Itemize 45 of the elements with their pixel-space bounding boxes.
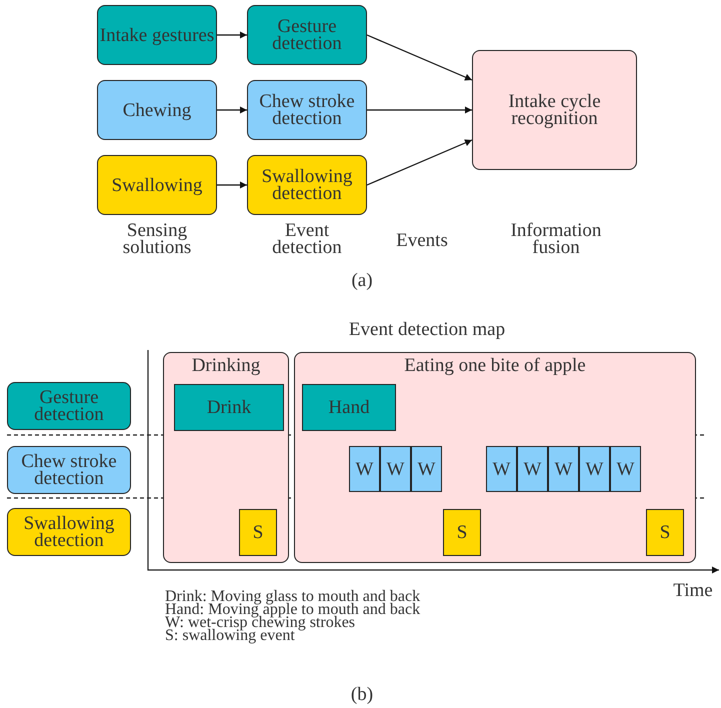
column-caption: Sensing solutions [122, 222, 192, 256]
event-block: W [486, 446, 517, 492]
process-box: Intake cycle recognition [472, 50, 637, 170]
column-caption: Information fusion [510, 222, 602, 256]
process-box: Swallowing detection [247, 155, 367, 215]
arrow [367, 106, 472, 114]
arrow [217, 32, 247, 38]
panel-label: (b) [350, 686, 374, 703]
row-label-box: Swallowing detection [7, 508, 131, 556]
arrow [366, 139, 472, 186]
event-block: S [239, 509, 277, 556]
chart-title: Event detection map [348, 321, 506, 338]
sensing-box: Swallowing [97, 155, 217, 215]
definition-note: Drink: Moving glass to mouth and back [165, 590, 420, 603]
region-title: Drinking [192, 356, 260, 376]
activity-region [294, 352, 696, 563]
activity-region [163, 352, 289, 563]
arrow [217, 182, 247, 188]
arrow [366, 34, 472, 81]
arrow [217, 106, 247, 114]
process-box: Gesture detection [247, 5, 367, 65]
column-caption: Events [396, 232, 448, 249]
event-block: W [517, 446, 548, 492]
event-block: W [411, 446, 442, 492]
definition-note: Hand: Moving apple to mouth and back [165, 603, 420, 616]
definition-note: W: wet-crisp chewing strokes [165, 616, 356, 629]
axis-label: Time [673, 582, 713, 599]
event-block: W [579, 446, 610, 492]
event-block: Drink [174, 384, 284, 431]
column-caption: Event detection [271, 222, 343, 256]
event-block: W [349, 446, 380, 492]
sensing-box: Chewing [97, 80, 217, 140]
row-label-box: Chew stroke detection [7, 446, 131, 494]
panel-label: (a) [351, 272, 373, 289]
region-title: Eating one bite of apple [404, 356, 586, 376]
process-box: Chew stroke detection [247, 80, 367, 140]
definition-note: S: swallowing event [165, 629, 295, 642]
event-block: Hand [302, 384, 396, 431]
row-label-box: Gesture detection [7, 382, 131, 430]
event-block: W [380, 446, 411, 492]
event-block: W [548, 446, 579, 492]
event-block: S [443, 509, 481, 556]
sensing-box: Intake gestures [97, 5, 217, 65]
event-block: S [646, 509, 684, 556]
event-block: W [610, 446, 641, 492]
